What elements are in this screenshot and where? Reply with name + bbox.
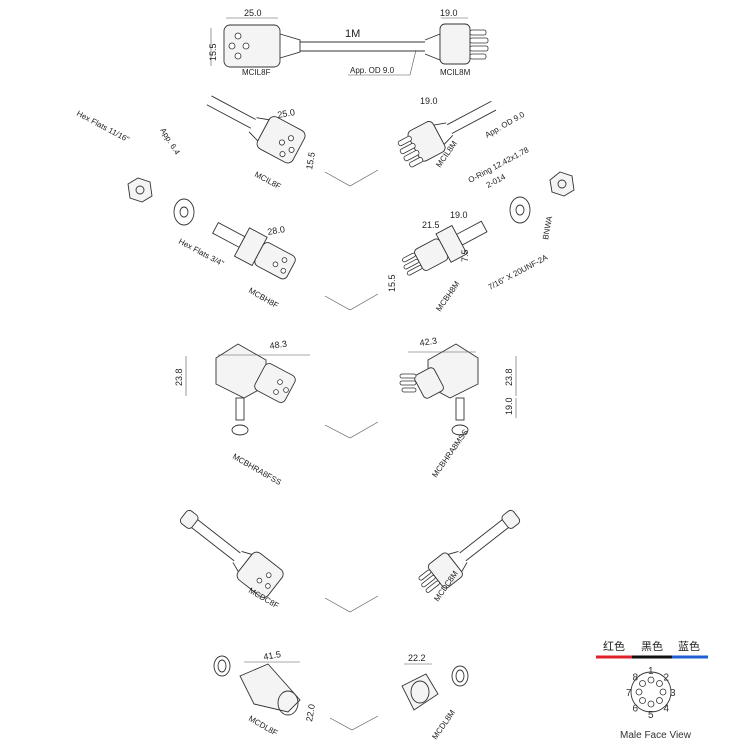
face-pin-number-5: 5 bbox=[648, 710, 654, 721]
locking-sleeves: 41.5 22.0 MCDL8F 22.2 MCDL8M bbox=[213, 649, 469, 741]
face-pin-number-3: 3 bbox=[670, 688, 676, 699]
locking-f-opening bbox=[277, 690, 299, 716]
ra-fold-mark bbox=[324, 421, 379, 439]
face-pin-number-7: 7 bbox=[626, 688, 632, 699]
bulkhead-hex1-label: Hex Flats 11/16" bbox=[75, 109, 131, 144]
face-pin-4 bbox=[656, 697, 663, 704]
inline-f-dia: 15.5 bbox=[304, 151, 317, 170]
inline-female bbox=[206, 95, 306, 164]
locking-f-len: 41.5 bbox=[263, 649, 282, 662]
locking-f-oring bbox=[213, 655, 231, 677]
locking-f-label: MCDL8F bbox=[247, 714, 279, 738]
ra-m-h: 23.8 bbox=[504, 368, 514, 386]
ra-f-label: MCBHRA8FSS bbox=[231, 452, 283, 487]
bulkhead-hex-nut-left bbox=[127, 177, 153, 203]
face-pin-1 bbox=[647, 676, 655, 684]
top-cable-assembly: 25.0 15.5 1M 19.0 App. OD 9.0 MCIL8F MCI… bbox=[208, 8, 489, 77]
top-left-part-label: MCIL8F bbox=[242, 68, 271, 77]
inline-m-od: App. OD 9.0 bbox=[484, 110, 527, 140]
bulkhead-washer-label: BNWA bbox=[541, 215, 554, 241]
dummy-male bbox=[418, 509, 521, 593]
locking-m-opening bbox=[410, 680, 430, 704]
face-pin-3 bbox=[659, 688, 667, 696]
top-right-part-label: MCIL8M bbox=[440, 68, 471, 77]
top-od-leader bbox=[348, 49, 417, 76]
ra-m-label: MCBHRA8MSS bbox=[430, 428, 470, 479]
inline-f-len: 25.0 bbox=[277, 107, 296, 120]
dummy-fold-mark bbox=[324, 595, 379, 613]
inline-male bbox=[397, 100, 497, 168]
ra-male-barrel bbox=[414, 367, 444, 399]
face-view-caption: Male Face View bbox=[620, 730, 692, 741]
ra-female-barrel bbox=[254, 363, 296, 403]
locking-m-sleeve bbox=[401, 673, 439, 711]
ra-male-washer bbox=[451, 424, 469, 436]
face-pin-number-1: 1 bbox=[648, 666, 654, 677]
top-male-body bbox=[439, 23, 471, 65]
bulkhead-f-len: 28.0 bbox=[267, 224, 286, 237]
locking-m-oring bbox=[451, 665, 469, 687]
face-pin-number-2: 2 bbox=[664, 672, 670, 683]
ra-m-w: 42.3 bbox=[419, 336, 438, 348]
legend-red-label: 红色 bbox=[603, 639, 625, 653]
bulkhead-hex1-app: App. 6.4 bbox=[158, 126, 182, 157]
top-dim-left-dia: 15.5 bbox=[208, 43, 218, 61]
locking-m-len: 22.2 bbox=[408, 653, 426, 663]
locking-m-label: MCDL8M bbox=[430, 708, 457, 741]
bulkhead-f-label: MCBH8F bbox=[247, 286, 280, 310]
top-female-taper bbox=[279, 33, 301, 59]
ra-female-washer bbox=[231, 424, 249, 436]
top-male-taper bbox=[424, 33, 441, 61]
inline-f-label: MCIL8F bbox=[253, 170, 282, 191]
face-pin-8 bbox=[639, 680, 646, 687]
top-od-label: App. OD 9.0 bbox=[350, 66, 395, 75]
bulkhead-hex2-label: Hex Flats 3/4" bbox=[177, 237, 225, 268]
dummy-female bbox=[179, 509, 284, 598]
face-pin-number-6: 6 bbox=[632, 704, 638, 715]
ra-f-w: 48.3 bbox=[269, 339, 288, 351]
bulkhead-m-len1: 21.5 bbox=[422, 220, 440, 230]
ra-m-h2: 19.0 bbox=[504, 397, 514, 415]
face-pin-7 bbox=[635, 688, 643, 696]
bulkhead-male bbox=[402, 220, 488, 276]
face-pin-5 bbox=[647, 700, 655, 708]
right-angle-connectors: 48.3 23.8 MCBHRA8FSS 42.3 23.8 19.0 MCBH… bbox=[174, 336, 517, 487]
top-dim-right-len: 19.0 bbox=[440, 8, 458, 18]
locking-f-dia: 22.0 bbox=[304, 703, 317, 722]
inline-fold-mark bbox=[324, 169, 379, 187]
bulkhead-washer-right bbox=[509, 196, 531, 224]
top-female-face bbox=[228, 32, 250, 60]
top-length-label: 1M bbox=[345, 28, 360, 40]
dummy-caps: MCDC8F MCDC8M bbox=[179, 509, 521, 613]
locking-f-sleeve bbox=[239, 663, 301, 713]
ra-f-h: 23.8 bbox=[174, 368, 184, 386]
face-pin-number-8: 8 bbox=[632, 672, 638, 683]
face-view-outline bbox=[630, 671, 672, 713]
legend-black-label: 黑色 bbox=[641, 639, 663, 653]
bulkhead-female bbox=[212, 222, 296, 280]
bulkhead-hex-nut-right bbox=[549, 171, 575, 197]
bulkhead-thread-label: 7/16" X 20UNF-2A bbox=[487, 253, 550, 292]
bulkhead-washer-left bbox=[173, 198, 195, 226]
top-male-pins bbox=[469, 29, 489, 60]
ra-male-thread bbox=[455, 397, 465, 421]
face-pin-number-4: 4 bbox=[664, 704, 670, 715]
legend-blue-label: 蓝色 bbox=[678, 639, 700, 653]
locking-fold-mark bbox=[329, 715, 379, 731]
face-pin-6 bbox=[639, 697, 646, 704]
bulkhead-fold-mark bbox=[324, 293, 379, 311]
bulkhead-m-len2: 19.0 bbox=[450, 210, 468, 220]
bulkhead-connectors: Hex Flats 11/16" App. 6.4 28.0 Hex Flats… bbox=[75, 109, 575, 313]
bulkhead-m-label: MCBH8M bbox=[434, 279, 461, 313]
top-dim-left-len: 25.0 bbox=[244, 8, 262, 18]
inline-m-len: 19.0 bbox=[420, 96, 438, 106]
ra-female-thread bbox=[235, 397, 245, 421]
bulkhead-m-small: 7.5 bbox=[460, 249, 470, 262]
face-pin-2 bbox=[656, 680, 663, 687]
bulkhead-m-dia: 15.5 bbox=[387, 274, 397, 292]
